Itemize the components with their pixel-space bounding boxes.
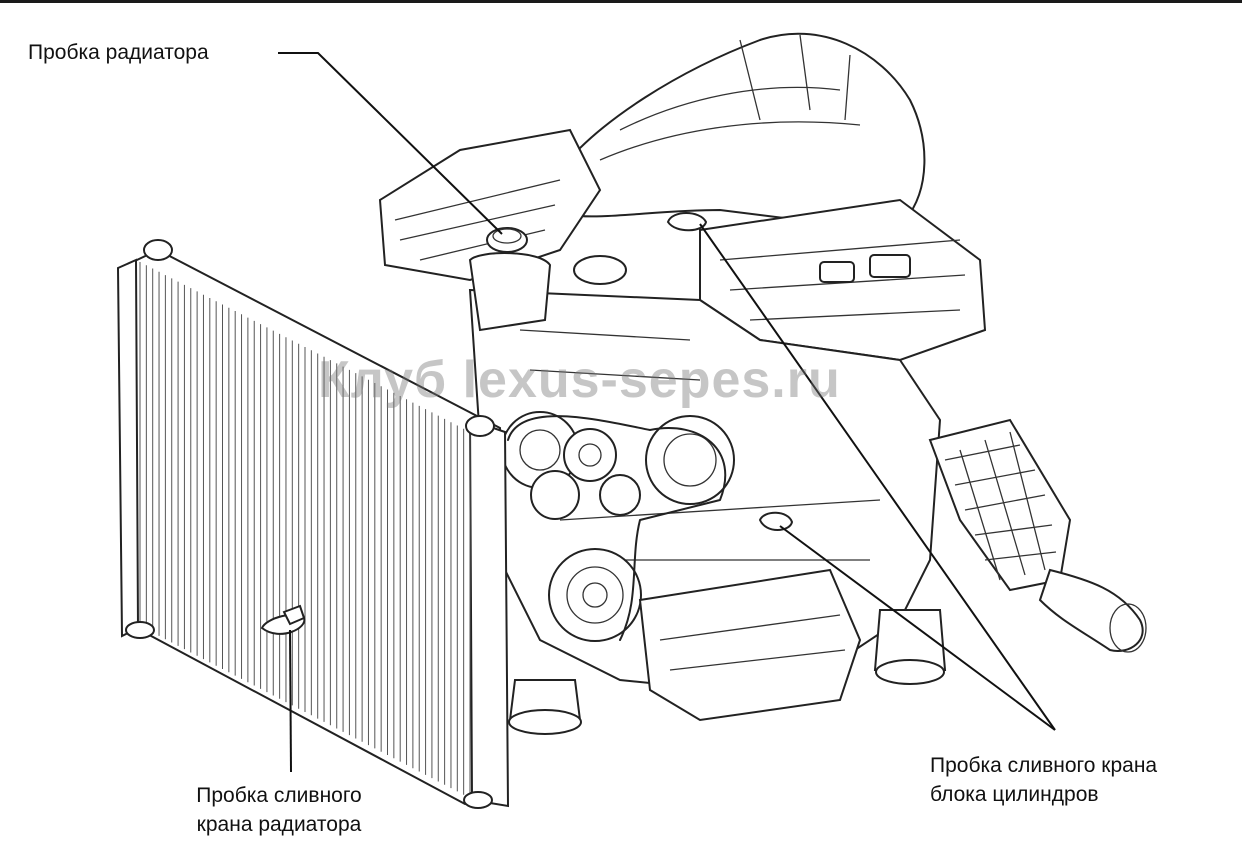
leader-block-drain-upper <box>699 223 1056 731</box>
watermark-text: Клуб lexus-sepes.ru <box>318 351 841 409</box>
label-block-drain-line2: блока цилиндров <box>930 783 1099 806</box>
radiator <box>116 239 510 809</box>
leader-radiator-drain <box>289 629 292 773</box>
label-radiator-drain: Пробка сливного крана радиатора <box>168 781 390 839</box>
leader-radiator-cap <box>278 52 503 235</box>
leader-lines <box>278 52 1056 773</box>
top-border <box>0 0 1242 3</box>
label-radiator-drain-line2: крана радиатора <box>196 813 362 836</box>
label-radiator-drain-line1: Пробка сливного <box>196 784 362 807</box>
label-block-drain-line1: Пробка сливного крана <box>930 754 1158 777</box>
leader-block-drain-lower <box>779 525 1056 731</box>
label-radiator-cap: Пробка радиатора <box>28 41 209 64</box>
label-block-drain: Пробка сливного крана блока цилиндров <box>930 751 1157 809</box>
engine-block <box>378 32 1147 735</box>
